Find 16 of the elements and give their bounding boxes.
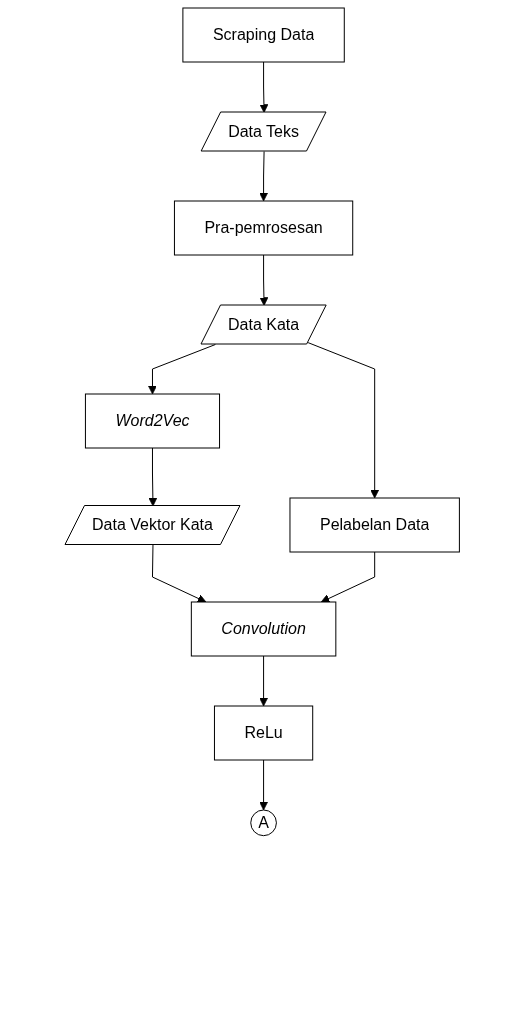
- arrow: [259, 254, 269, 306]
- node-box: Word2Vec: [85, 393, 221, 449]
- arrow: [259, 61, 269, 113]
- node-box: Pelabelan Data: [289, 497, 461, 553]
- arrow: [321, 551, 376, 603]
- node-box: Pra-pemrosesan: [174, 200, 354, 256]
- arrow: [259, 655, 269, 707]
- node-circle: A: [250, 809, 278, 837]
- node-box: Convolution: [191, 601, 337, 657]
- node-box: Scraping Data: [182, 7, 346, 63]
- arrow: [148, 447, 158, 507]
- arrow: [259, 151, 269, 202]
- node-box: ReLu: [214, 705, 314, 761]
- arrow: [152, 544, 207, 603]
- arrow: [307, 342, 380, 499]
- arrow: [259, 759, 269, 811]
